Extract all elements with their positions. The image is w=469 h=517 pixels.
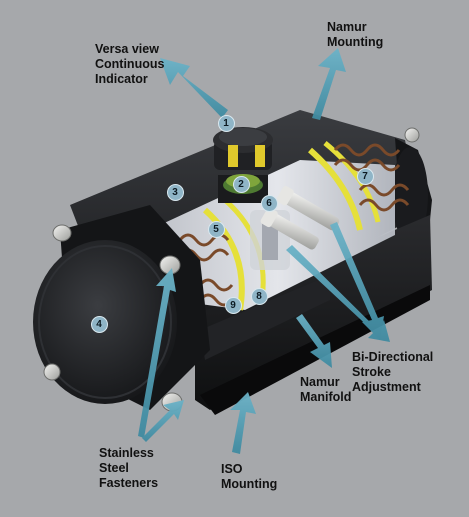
label-stainless-fasteners: Stainless Steel Fasteners bbox=[99, 446, 159, 490]
label-namur-manifold: Namur Manifold bbox=[300, 375, 352, 404]
label-namur-mounting: Namur Mounting bbox=[327, 20, 384, 49]
label-versa-view: Versa view Continuous Indicator bbox=[95, 42, 165, 86]
badge-7: 7 bbox=[356, 167, 374, 185]
fastener-heads bbox=[43, 127, 420, 412]
arrow-namur-mounting bbox=[312, 48, 346, 120]
badge-3: 3 bbox=[166, 183, 184, 201]
badge-5: 5 bbox=[207, 220, 225, 238]
badge-9: 9 bbox=[224, 296, 242, 314]
callout-arrows bbox=[138, 48, 390, 454]
badge-1: 1 bbox=[217, 114, 235, 132]
arrow-fasteners-2 bbox=[142, 400, 184, 442]
arrow-bi-directional-1 bbox=[286, 245, 390, 342]
badge-4: 4 bbox=[90, 315, 108, 333]
arrow-fasteners-1 bbox=[138, 268, 176, 438]
label-iso-mounting: ISO Mounting bbox=[221, 462, 278, 491]
badge-8: 8 bbox=[250, 287, 268, 305]
badge-6: 6 bbox=[260, 194, 278, 212]
label-bi-directional: Bi-Directional Stroke Adjustment bbox=[352, 350, 434, 394]
arrow-namur-manifold bbox=[296, 314, 332, 368]
badge-2: 2 bbox=[232, 175, 250, 193]
stroke-adjustment-bolts bbox=[260, 185, 340, 250]
arrow-versa-view bbox=[160, 58, 228, 118]
arrow-bi-directional-2 bbox=[330, 222, 384, 340]
arrow-iso-mounting bbox=[230, 392, 256, 454]
